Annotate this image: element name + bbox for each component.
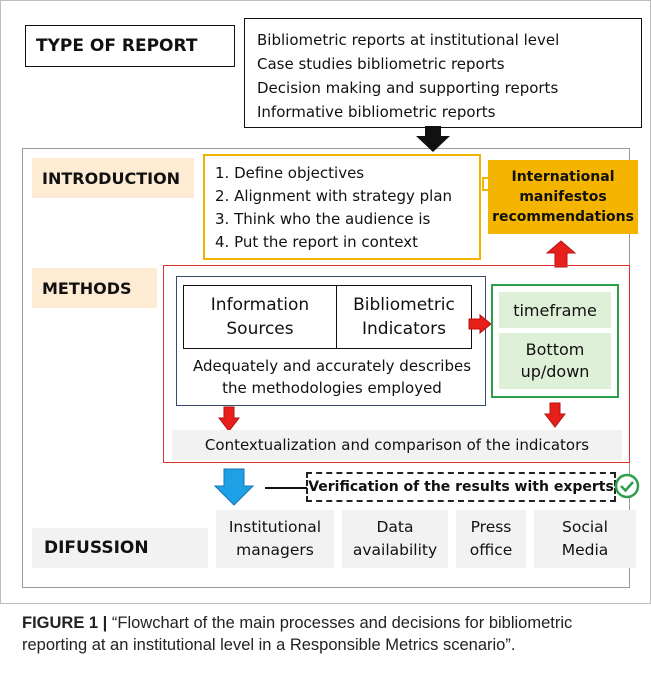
- bottom-up-down-box: Bottom up/down: [499, 333, 611, 389]
- manifestos-box: International manifestos recommendations: [488, 160, 638, 234]
- introduction-steps-box: 1. Define objectives 2. Alignment with s…: [203, 154, 481, 260]
- introduction-step: 1. Define objectives: [215, 164, 365, 182]
- introduction-step: 3. Think who the audience is: [215, 210, 431, 228]
- report-type-item: Decision making and supporting reports: [257, 79, 559, 97]
- figure-caption: FIGURE 1 | “Flowchart of the main proces…: [22, 612, 632, 656]
- manifestos-line: International: [511, 169, 615, 185]
- up-arrow-red: [546, 240, 576, 268]
- down-arrow-blue: [214, 468, 254, 506]
- difussion-heading: DIFUSSION: [32, 528, 208, 568]
- introduction-step: 4. Put the report in context: [215, 233, 418, 251]
- right-arrow-red: [468, 314, 492, 334]
- report-type-item: Bibliometric reports at institutional le…: [257, 31, 560, 49]
- introduction-heading: INTRODUCTION: [32, 158, 194, 198]
- methods-outer-box: [163, 265, 630, 463]
- contextualization-box: Contextualization and comparison of the …: [172, 430, 622, 460]
- down-arrow-red-right: [544, 402, 566, 428]
- check-circle-icon: [614, 473, 640, 499]
- information-sources-box: Information Sources: [183, 285, 337, 349]
- type-of-report-label: TYPE OF REPORT: [36, 36, 198, 56]
- figure-caption-text: “Flowchart of the main processes and dec…: [22, 614, 573, 654]
- channel-press-office: Press office: [456, 510, 526, 568]
- methods-description: Adequately and accurately describes the …: [192, 357, 472, 397]
- type-of-report-label-box: TYPE OF REPORT: [25, 25, 235, 67]
- down-arrow-red-left: [218, 406, 240, 432]
- methods-heading: METHODS: [32, 268, 157, 308]
- down-arrow-black: [416, 126, 450, 152]
- report-types-box: Bibliometric reports at institutional le…: [244, 18, 642, 128]
- introduction-step: 2. Alignment with strategy plan: [215, 187, 453, 205]
- channel-data-availability: Data availability: [342, 510, 448, 568]
- channel-institutional-managers: Institutional managers: [216, 510, 334, 568]
- channel-social-media: Social Media: [534, 510, 636, 568]
- report-type-item: Informative bibliometric reports: [257, 103, 496, 121]
- report-type-item: Case studies bibliometric reports: [257, 55, 505, 73]
- manifestos-line: manifestos: [519, 189, 607, 205]
- verification-connector: [265, 487, 307, 489]
- bibliometric-indicators-box: Bibliometric Indicators: [336, 285, 472, 349]
- verification-box: Verification of the results with experts: [306, 472, 616, 502]
- figure-label: FIGURE 1 |: [22, 614, 108, 632]
- manifestos-line: recommendations: [492, 209, 634, 225]
- timeframe-box: timeframe: [499, 292, 611, 328]
